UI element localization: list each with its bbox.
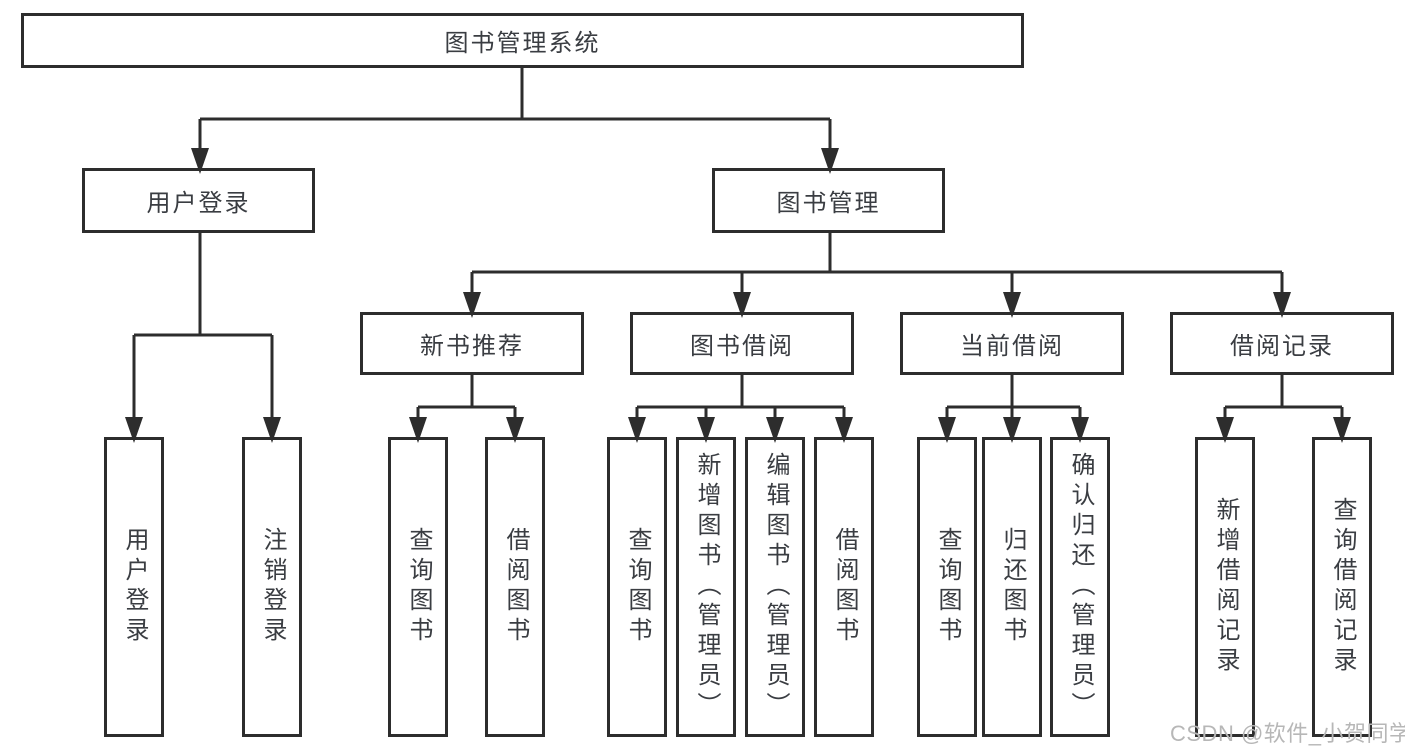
node-user-login-label: 用户登录	[146, 190, 251, 217]
node-leaf-user-login-label: 用户登录	[121, 527, 148, 647]
node-book-borrowing: 图书借阅	[630, 312, 854, 375]
node-borrowing-records-label: 借阅记录	[1230, 333, 1334, 360]
node-new-book-recommend-label: 新书推荐	[420, 333, 524, 360]
node-borrow-books-borrow: 借阅图书	[814, 437, 874, 737]
node-edit-book-admin: 编辑图书（管理员）	[745, 437, 805, 737]
node-add-borrow-record: 新增借阅记录	[1195, 437, 1255, 737]
node-book-borrowing-label: 图书借阅	[690, 333, 794, 360]
node-book-management: 图书管理	[712, 168, 945, 233]
node-borrow-books-borrow-label: 借阅图书	[831, 527, 858, 647]
node-confirm-return-admin-label: 确认归还（管理员）	[1067, 452, 1094, 722]
node-borrow-books-recommend: 借阅图书	[485, 437, 545, 737]
csdn-watermark: CSDN @软件_小贺同学	[1170, 721, 1405, 746]
node-query-books-borrow: 查询图书	[607, 437, 667, 737]
node-return-books: 归还图书	[982, 437, 1042, 737]
node-leaf-logout: 注销登录	[242, 437, 302, 737]
node-query-borrow-record: 查询借阅记录	[1312, 437, 1372, 737]
node-query-books-borrow-label: 查询图书	[624, 527, 651, 647]
node-query-borrow-record-label: 查询借阅记录	[1329, 497, 1356, 677]
node-new-book-recommend: 新书推荐	[360, 312, 584, 375]
node-query-books-current-label: 查询图书	[934, 527, 961, 647]
node-confirm-return-admin: 确认归还（管理员）	[1050, 437, 1110, 737]
node-borrow-books-recommend-label: 借阅图书	[502, 527, 529, 647]
node-leaf-user-login: 用户登录	[104, 437, 164, 737]
node-leaf-logout-label: 注销登录	[259, 527, 286, 647]
node-user-login: 用户登录	[82, 168, 315, 233]
node-return-books-label: 归还图书	[999, 527, 1026, 647]
node-query-books-recommend: 查询图书	[388, 437, 448, 737]
node-query-books-recommend-label: 查询图书	[405, 527, 432, 647]
node-add-book-admin-label: 新增图书（管理员）	[693, 452, 720, 722]
node-root-label: 图书管理系统	[444, 30, 601, 57]
node-query-books-current: 查询图书	[917, 437, 977, 737]
node-current-borrowing-label: 当前借阅	[960, 333, 1064, 360]
node-book-management-label: 图书管理	[776, 190, 881, 217]
node-add-book-admin: 新增图书（管理员）	[676, 437, 736, 737]
node-borrowing-records: 借阅记录	[1170, 312, 1394, 375]
node-edit-book-admin-label: 编辑图书（管理员）	[762, 452, 789, 722]
node-current-borrowing: 当前借阅	[900, 312, 1124, 375]
node-add-borrow-record-label: 新增借阅记录	[1212, 497, 1239, 677]
node-root: 图书管理系统	[21, 13, 1024, 68]
